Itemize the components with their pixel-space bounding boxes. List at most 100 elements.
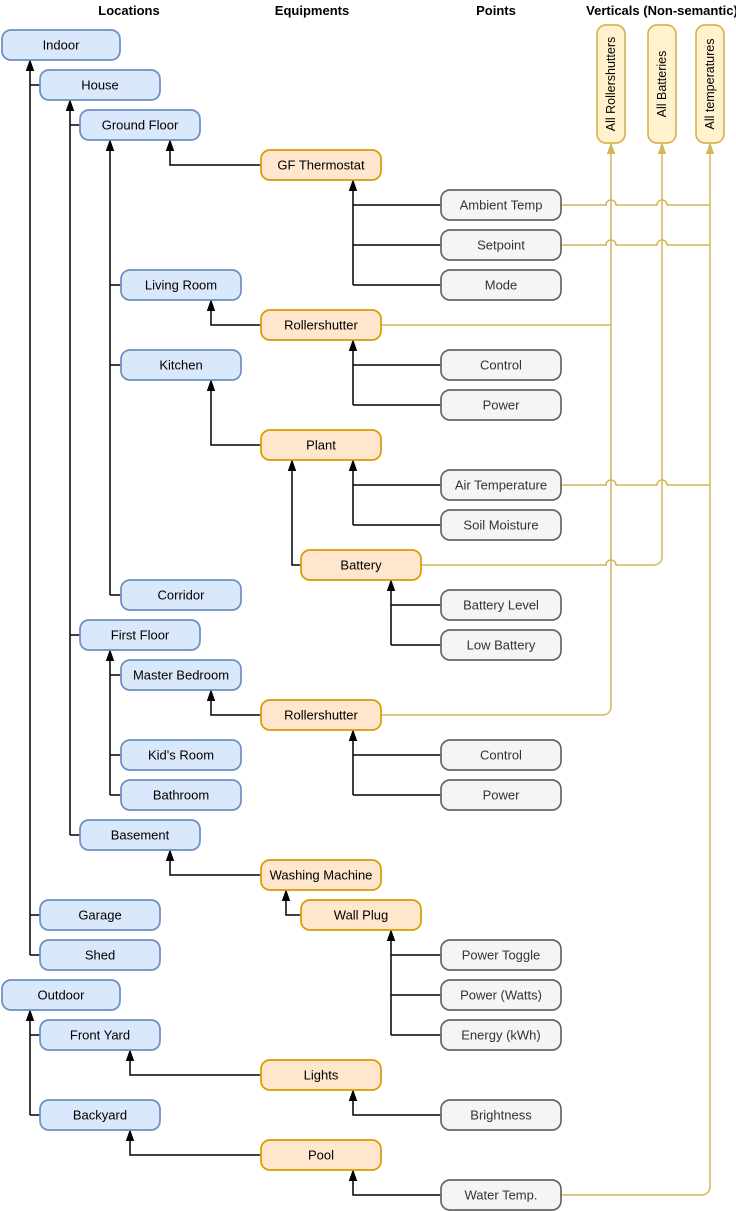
node-power-watts-label: Power (Watts)	[460, 988, 542, 1003]
node-first-floor-label: First Floor	[111, 628, 170, 643]
edge-plant-to-kitchen	[206, 379, 261, 446]
node-outdoor-box	[1, 979, 121, 1011]
node-power-living-label: Power	[483, 398, 521, 413]
node-front-yard-label: Front Yard	[70, 1028, 130, 1043]
node-lights-box	[260, 1059, 382, 1091]
edge-washing-machine-to-basement	[165, 849, 261, 876]
node-indoor-box	[1, 29, 121, 61]
node-garage-box	[39, 899, 161, 931]
node-plant-label: Plant	[306, 438, 336, 453]
node-kitchen: Kitchen	[120, 349, 242, 381]
edge-rollershutter-bedroom-to-all-rollershutters	[381, 142, 616, 716]
node-control-bedroom-box	[440, 739, 562, 771]
node-soil-moisture: Soil Moisture	[440, 509, 562, 541]
node-plant: Plant	[260, 429, 382, 461]
node-ground-floor: Ground Floor	[79, 109, 201, 141]
node-battery: Battery	[300, 549, 422, 581]
node-washing-machine-label: Washing Machine	[270, 868, 373, 883]
node-kitchen-box	[120, 349, 242, 381]
node-shed-label: Shed	[85, 948, 115, 963]
node-outdoor-label: Outdoor	[38, 988, 86, 1003]
edge-air-temperature-to-all-temperatures	[561, 479, 710, 486]
node-water-temp-box	[440, 1179, 562, 1211]
node-battery-level-box	[440, 589, 562, 621]
column-header-equipments: Equipments	[275, 3, 349, 18]
node-rollershutter-bedroom-box	[260, 699, 382, 731]
edge-brightness-to-lights	[348, 1089, 441, 1116]
node-mode-label: Mode	[485, 278, 518, 293]
node-kids-room-label: Kid's Room	[148, 748, 214, 763]
node-energy-kwh: Energy (kWh)	[440, 1019, 562, 1051]
node-basement: Basement	[79, 819, 201, 851]
node-indoor-label: Indoor	[43, 38, 81, 53]
node-pool-box	[260, 1139, 382, 1171]
node-gf-thermostat-box	[260, 149, 382, 181]
node-kids-room: Kid's Room	[120, 739, 242, 771]
node-front-yard: Front Yard	[39, 1019, 161, 1051]
node-all-temperatures-box	[695, 24, 725, 144]
edge-pool-to-backyard	[125, 1129, 261, 1156]
node-power-toggle-box	[440, 939, 562, 971]
node-ambient-temp: Ambient Temp	[440, 189, 562, 221]
edge-gf-thermostat-to-ground-floor	[165, 139, 261, 166]
node-ambient-temp-box	[440, 189, 562, 221]
column-header-verticals: Verticals (Non-semantic)	[586, 3, 736, 18]
node-all-batteries-box	[647, 24, 677, 144]
node-low-battery: Low Battery	[440, 629, 562, 661]
node-ground-floor-label: Ground Floor	[102, 118, 179, 133]
node-brightness-box	[440, 1099, 562, 1131]
node-house: House	[39, 69, 161, 101]
node-gf-thermostat-label: GF Thermostat	[277, 158, 365, 173]
node-power-bedroom-label: Power	[483, 788, 521, 803]
node-backyard-label: Backyard	[73, 1108, 127, 1123]
node-brightness-label: Brightness	[470, 1108, 532, 1123]
node-house-box	[39, 69, 161, 101]
edge-lights-to-front-yard	[125, 1049, 261, 1076]
edge-battery-to-plant	[287, 459, 301, 566]
node-energy-kwh-label: Energy (kWh)	[461, 1028, 540, 1043]
node-wall-plug: Wall Plug	[300, 899, 422, 931]
node-battery-level-label: Battery Level	[463, 598, 539, 613]
node-corridor-box	[120, 579, 242, 611]
node-master-bedroom-label: Master Bedroom	[133, 668, 229, 683]
node-battery-level: Battery Level	[440, 589, 562, 621]
edge-water-temp-to-all-temperatures	[561, 142, 715, 1196]
node-indoor: Indoor	[1, 29, 121, 61]
node-lights: Lights	[260, 1059, 382, 1091]
node-pool-label: Pool	[308, 1148, 334, 1163]
node-power-toggle-label: Power Toggle	[462, 948, 541, 963]
node-battery-label: Battery	[340, 558, 382, 573]
edge-battery-to-all-batteries	[421, 142, 667, 566]
node-rollershutter-living-label: Rollershutter	[284, 318, 358, 333]
edge-rollershutter-living-to-living-room	[206, 299, 261, 326]
column-header-points: Points	[476, 3, 516, 18]
node-energy-kwh-box	[440, 1019, 562, 1051]
node-power-living-box	[440, 389, 562, 421]
node-all-batteries-label: All Batteries	[655, 51, 669, 118]
node-first-floor: First Floor	[79, 619, 201, 651]
node-brightness: Brightness	[440, 1099, 562, 1131]
node-all-rollershutters-box	[596, 24, 626, 144]
node-control-living-box	[440, 349, 562, 381]
node-water-temp-label: Water Temp.	[465, 1188, 538, 1203]
node-air-temperature-box	[440, 469, 562, 501]
node-setpoint-box	[440, 229, 562, 261]
node-rollershutter-bedroom: Rollershutter	[260, 699, 382, 731]
node-wall-plug-label: Wall Plug	[334, 908, 388, 923]
node-front-yard-box	[39, 1019, 161, 1051]
edge-ambient-temp-to-all-temperatures	[561, 199, 710, 206]
node-mode-box	[440, 269, 562, 301]
node-house-label: House	[81, 78, 119, 93]
node-all-temperatures-label: All temperatures	[703, 38, 717, 129]
node-ground-floor-box	[79, 109, 201, 141]
node-basement-label: Basement	[111, 828, 170, 843]
node-bathroom-box	[120, 779, 242, 811]
node-kids-room-box	[120, 739, 242, 771]
node-control-living: Control	[440, 349, 562, 381]
node-living-room: Living Room	[120, 269, 242, 301]
node-control-bedroom-label: Control	[480, 748, 522, 763]
node-outdoor: Outdoor	[1, 979, 121, 1011]
node-corridor: Corridor	[120, 579, 242, 611]
